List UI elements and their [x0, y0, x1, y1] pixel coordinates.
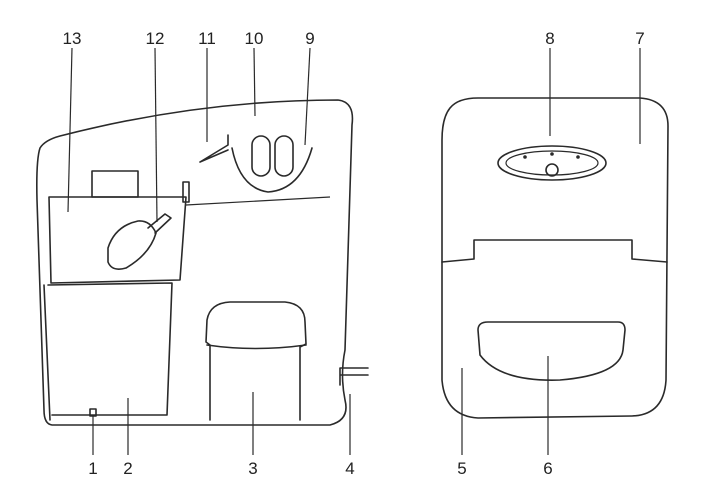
front-view [441, 97, 669, 419]
callout-3: 3 [248, 459, 257, 478]
viewing-window [477, 321, 626, 381]
drain-hose [339, 367, 369, 386]
water-reservoir [47, 282, 173, 416]
ice-pusher [199, 134, 229, 163]
ice-scoop [107, 213, 172, 270]
cup-rim [206, 344, 307, 350]
callout-2: 2 [123, 459, 132, 478]
callout-1: 1 [88, 459, 97, 478]
power-button [545, 163, 559, 177]
callout-11: 11 [198, 29, 216, 48]
callout-labels: 13 12 11 10 9 8 7 1 2 3 4 5 6 [63, 29, 645, 478]
control-panel [497, 145, 607, 181]
divider-post [182, 181, 190, 203]
leader-lines [67, 47, 641, 455]
side-view [36, 99, 369, 426]
evaporator-fingers [251, 135, 294, 177]
callout-4: 4 [345, 459, 354, 478]
ice-basket-curve [231, 147, 313, 193]
side-body-outline [36, 99, 354, 426]
compartment-handle [91, 170, 139, 198]
callout-12: 12 [146, 29, 165, 48]
control-indicator-left [523, 155, 527, 159]
callout-8: 8 [545, 29, 554, 48]
reservoir-inner-edge [43, 284, 51, 421]
control-panel-inner [505, 150, 599, 176]
control-indicator-right [576, 155, 580, 159]
storage-compartment [48, 196, 187, 284]
callout-7: 7 [635, 29, 644, 48]
callout-6: 6 [543, 459, 552, 478]
lid-seam [441, 239, 668, 263]
callout-5: 5 [457, 459, 466, 478]
callout-9: 9 [305, 29, 314, 48]
control-indicator-mid [550, 152, 554, 156]
top-inner-line [185, 196, 331, 206]
container-cup [205, 301, 307, 421]
front-body-outline [441, 97, 669, 419]
callout-13: 13 [63, 29, 82, 48]
callout-10: 10 [245, 29, 264, 48]
